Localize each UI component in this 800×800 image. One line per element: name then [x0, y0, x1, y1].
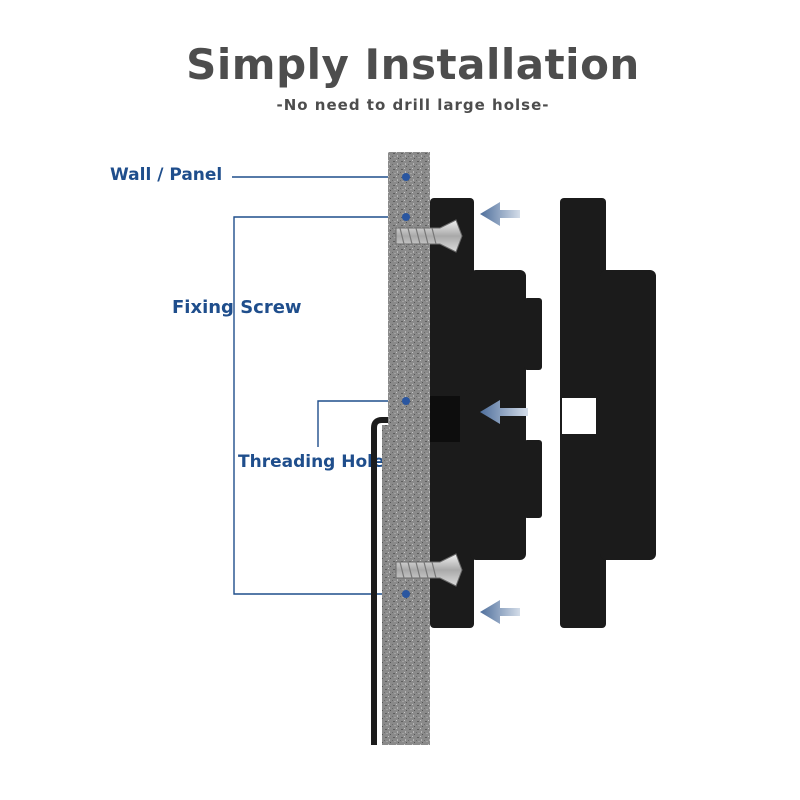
- screw-marker-dots: [402, 173, 410, 598]
- bracket-clip-top: [524, 298, 542, 370]
- page-title: Simply Installation: [186, 40, 640, 89]
- threading-hole-leader: [317, 400, 406, 447]
- wall-panel: [388, 152, 430, 745]
- fixing-screw-label: Fixing Screw: [172, 297, 302, 318]
- wall-panel-label: Wall / Panel: [110, 165, 223, 185]
- fixing-screw-leader: [233, 216, 406, 595]
- cover-slot: [562, 398, 596, 434]
- screw-icon: [395, 553, 463, 587]
- lower-panel-fill: [382, 425, 390, 745]
- arrow-left-icon: [480, 600, 520, 624]
- bracket-clip-bottom: [524, 440, 542, 518]
- lower-panel-frame: [371, 417, 440, 745]
- page-subtitle: -No need to drill large holse-: [276, 96, 550, 114]
- cover-plate: [560, 198, 656, 628]
- cover-body: [600, 270, 656, 560]
- leader-lines: [232, 176, 406, 595]
- arrow-left-icon: [480, 202, 520, 226]
- screw-icon: [395, 219, 463, 253]
- threading-hole-label: Threading Hole: [238, 452, 385, 472]
- bracket-notch: [430, 396, 460, 442]
- arrow-left-icon: [480, 400, 528, 424]
